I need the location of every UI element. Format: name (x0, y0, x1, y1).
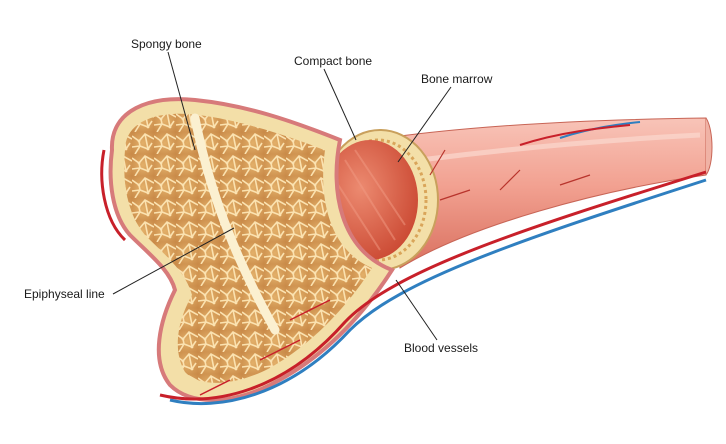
blood-vessels (100, 121, 707, 406)
bone-marrow-label: Bone marrow (421, 72, 493, 86)
spongy-bone-label: Spongy bone (131, 37, 202, 51)
spongy-bone-leader (167, 51, 196, 151)
compact-bone-leader (323, 68, 357, 141)
blood-vessels-leader (395, 279, 438, 341)
leader-lines (112, 51, 452, 341)
compact-bone-label: Compact bone (294, 54, 373, 68)
epiphysis (108, 97, 396, 402)
bone-shaft (371, 117, 713, 269)
epiphyseal-line-leader (112, 227, 235, 295)
bone-marrow-leader (397, 86, 452, 163)
blood-vessels-label: Blood vessels (404, 341, 479, 355)
epiphyseal-line-label: Epiphyseal line (24, 287, 105, 301)
